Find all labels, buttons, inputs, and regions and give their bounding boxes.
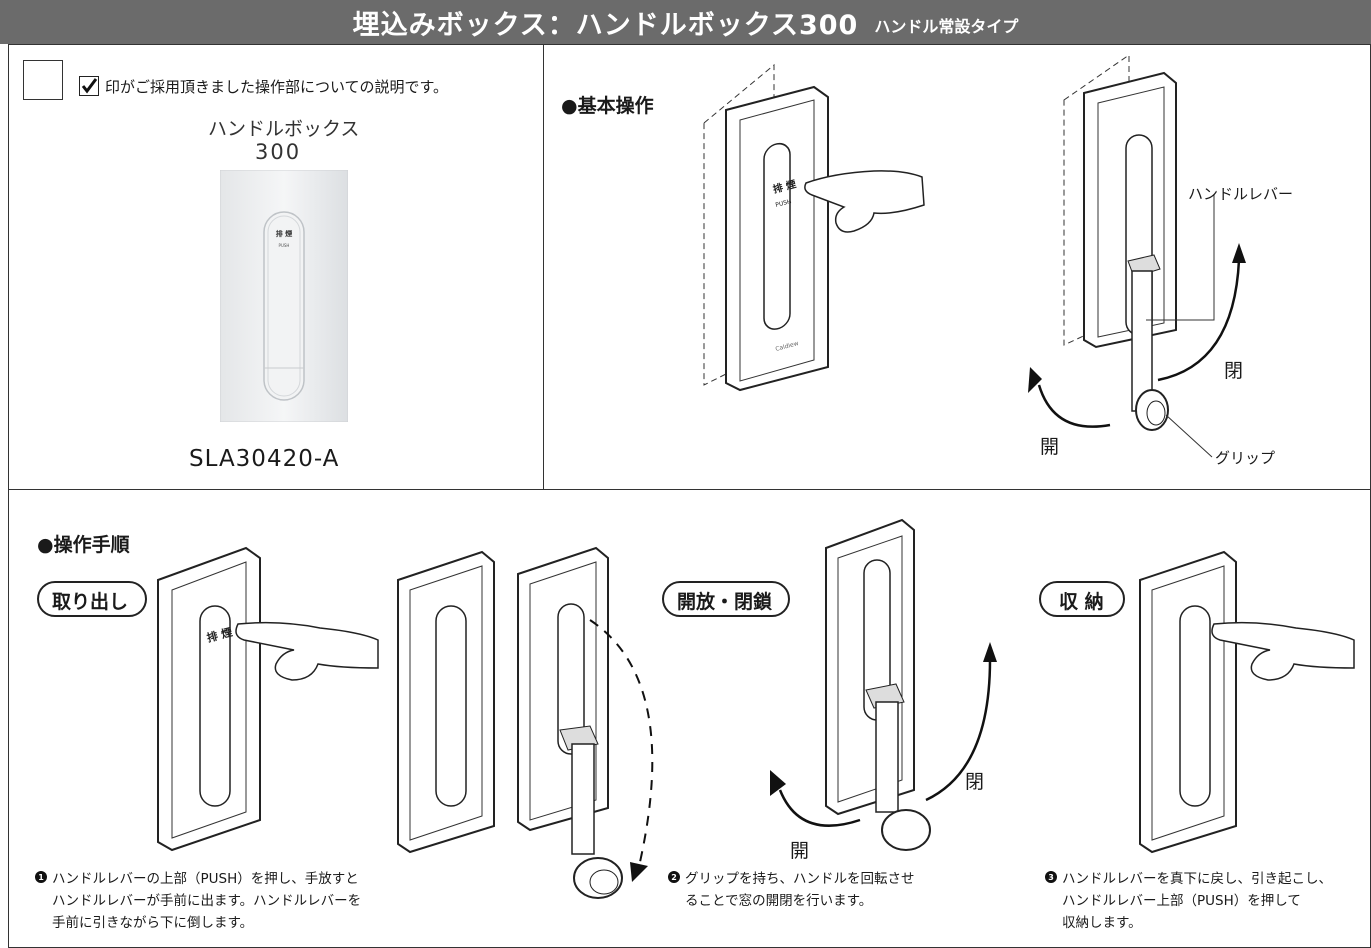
product-name-line2: 300 — [255, 140, 302, 164]
selection-checkbox[interactable] — [23, 60, 63, 100]
svg-text:1: 1 — [38, 873, 44, 882]
lever-label: ハンドルレバー — [1188, 185, 1294, 203]
procedure-open-label: 開 — [790, 840, 810, 862]
check-mark-icon — [79, 76, 99, 96]
product-name-line1: ハンドルボックス — [208, 118, 360, 140]
step-open-close-label: 開放・閉鎖 — [677, 591, 773, 613]
procedure-heading: ●操作手順 — [37, 534, 130, 556]
device-label: 排 煙 — [276, 229, 292, 238]
open-label: 開 — [1040, 436, 1060, 458]
basic-operation-illustration: 排 煙 PUSH Caldiew — [703, 54, 1246, 458]
step-take-out-label: 取り出し — [52, 591, 129, 613]
push-panel-figure: 排 煙 PUSH Caldiew — [703, 63, 925, 392]
page-subtitle: ハンドル常設タイプ — [874, 17, 1019, 36]
basic-operation-heading: ●基本操作 — [561, 95, 654, 117]
product-model: SLA30420-A — [189, 446, 340, 472]
selection-note: 印がご採用頂きました操作部についての説明です。 — [105, 78, 449, 96]
svg-text:2: 2 — [671, 873, 677, 882]
page-title: 埋込みボックス：ハンドルボックス300 — [352, 9, 859, 41]
step1-description: ハンドルレバーの上部（PUSH）を押し、手放すとハンドルレバーが手前に出ます。ハ… — [52, 871, 362, 931]
lever-panel-figure — [1028, 54, 1246, 458]
svg-text:3: 3 — [1048, 873, 1054, 882]
step2-description: グリップを持ち、ハンドルを回転させることで窓の開閉を行います。 — [685, 871, 915, 909]
close-label: 閉 — [1224, 360, 1244, 382]
page-header: 埋込みボックス：ハンドルボックス300 ハンドル常設タイプ — [0, 0, 1371, 44]
step3-description: ハンドルレバーを真下に戻し、引き起こし、ハンドルレバー上部（PUSH）を押して収… — [1062, 871, 1332, 931]
svg-text:PUSH: PUSH — [775, 198, 793, 209]
product-photo: 排 煙 PUSH — [220, 170, 348, 422]
svg-text:排 煙: 排 煙 — [205, 625, 234, 645]
step-store-label: 収 納 — [1059, 591, 1104, 613]
device-push-label: PUSH — [279, 243, 290, 248]
procedure-close-label: 閉 — [965, 771, 985, 793]
grip-label: グリップ — [1215, 449, 1276, 467]
